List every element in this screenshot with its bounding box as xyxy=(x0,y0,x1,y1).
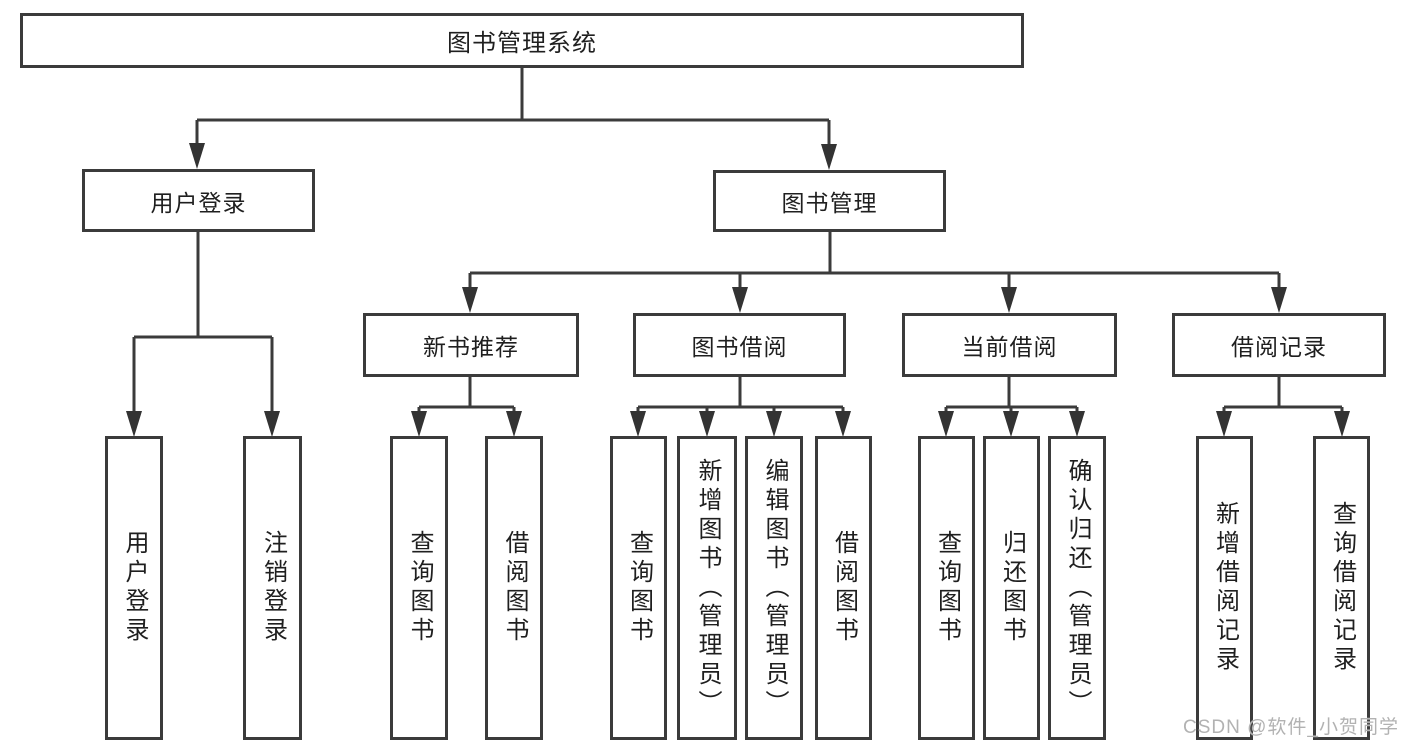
leaf-return-books: 归还图书 xyxy=(983,436,1040,740)
arrow-down-icon xyxy=(1271,287,1287,313)
arrow-down-icon xyxy=(732,287,748,313)
leaf-logout: 注销登录 xyxy=(243,436,302,740)
leaf-label: 新增借阅记录 xyxy=(1211,501,1239,675)
arrow-down-icon xyxy=(630,411,646,437)
leaf-label: 查询图书 xyxy=(625,530,653,646)
connector-book-borrow xyxy=(636,377,845,418)
csdn-watermark: CSDN @软件_小贺同学 xyxy=(1183,717,1399,738)
arrow-down-icon xyxy=(699,411,715,437)
arrowheads xyxy=(126,143,1350,437)
leaf-add-borrow-record: 新增借阅记录 xyxy=(1196,436,1253,740)
leaf-add-books-admin: 新增图书（管理员） xyxy=(677,436,737,740)
connector-new-books xyxy=(417,377,516,418)
leaf-borrow-books-1: 借阅图书 xyxy=(485,436,543,740)
node-user-login: 用户登录 xyxy=(82,169,315,232)
leaf-label: 查询借阅记录 xyxy=(1328,501,1356,675)
leaf-label: 确认归还（管理员） xyxy=(1064,457,1091,719)
node-borrow-records: 借阅记录 xyxy=(1172,313,1386,377)
arrow-down-icon xyxy=(264,411,280,437)
leaf-query-borrow-record: 查询借阅记录 xyxy=(1313,436,1370,740)
connector-user-login xyxy=(132,232,274,418)
node-new-books: 新书推荐 xyxy=(363,313,579,377)
arrow-down-icon xyxy=(766,411,782,437)
node-current-borrow: 当前借阅 xyxy=(902,313,1117,377)
leaf-label: 注销登录 xyxy=(259,530,287,646)
leaf-label: 用户登录 xyxy=(121,530,148,646)
node-user-login-label: 用户登录 xyxy=(150,189,247,216)
arrow-down-icon xyxy=(1003,411,1019,437)
node-book-borrow: 图书借阅 xyxy=(633,313,846,377)
leaf-label: 归还图书 xyxy=(998,530,1026,646)
leaf-label: 借阅图书 xyxy=(501,530,528,646)
node-borrow-records-label: 借阅记录 xyxy=(1231,334,1327,360)
leaf-label: 新增图书（管理员） xyxy=(694,457,721,719)
arrow-down-icon xyxy=(821,144,837,170)
node-book-mgmt-label: 图书管理 xyxy=(781,190,878,216)
arrow-down-icon xyxy=(1069,411,1085,437)
leaf-label: 编辑图书（管理员） xyxy=(761,457,788,719)
leaf-query-books-2: 查询图书 xyxy=(610,436,667,740)
arrow-down-icon xyxy=(411,411,427,437)
leaf-label: 查询图书 xyxy=(933,530,961,646)
node-current-borrow-label: 当前借阅 xyxy=(961,334,1058,360)
connector-book-mgmt xyxy=(468,232,1281,294)
connector-borrow-records xyxy=(1222,377,1344,418)
arrow-down-icon xyxy=(1334,411,1350,437)
leaf-edit-books-admin: 编辑图书（管理员） xyxy=(745,436,803,740)
arrow-down-icon xyxy=(462,287,478,313)
arrow-down-icon xyxy=(835,411,851,437)
leaf-label: 查询图书 xyxy=(406,530,433,646)
leaf-confirm-return-admin: 确认归还（管理员） xyxy=(1048,436,1106,740)
arrow-down-icon xyxy=(126,411,142,437)
node-book-borrow-label: 图书借阅 xyxy=(691,334,788,360)
connector-root xyxy=(195,68,831,152)
arrow-down-icon xyxy=(1216,411,1232,437)
arrow-down-icon xyxy=(189,143,205,169)
leaf-query-books-1: 查询图书 xyxy=(390,436,448,740)
arrow-down-icon xyxy=(1001,287,1017,313)
arrow-down-icon xyxy=(938,411,954,437)
leaf-query-books-3: 查询图书 xyxy=(918,436,975,740)
node-root-label: 图书管理系统 xyxy=(447,30,597,57)
node-book-mgmt: 图书管理 xyxy=(713,170,946,232)
arrow-down-icon xyxy=(506,411,522,437)
leaf-user-login: 用户登录 xyxy=(105,436,163,740)
leaf-label: 借阅图书 xyxy=(830,530,858,646)
node-root-system: 图书管理系统 xyxy=(20,13,1024,68)
node-new-books-label: 新书推荐 xyxy=(423,334,519,360)
leaf-borrow-books-2: 借阅图书 xyxy=(815,436,872,740)
